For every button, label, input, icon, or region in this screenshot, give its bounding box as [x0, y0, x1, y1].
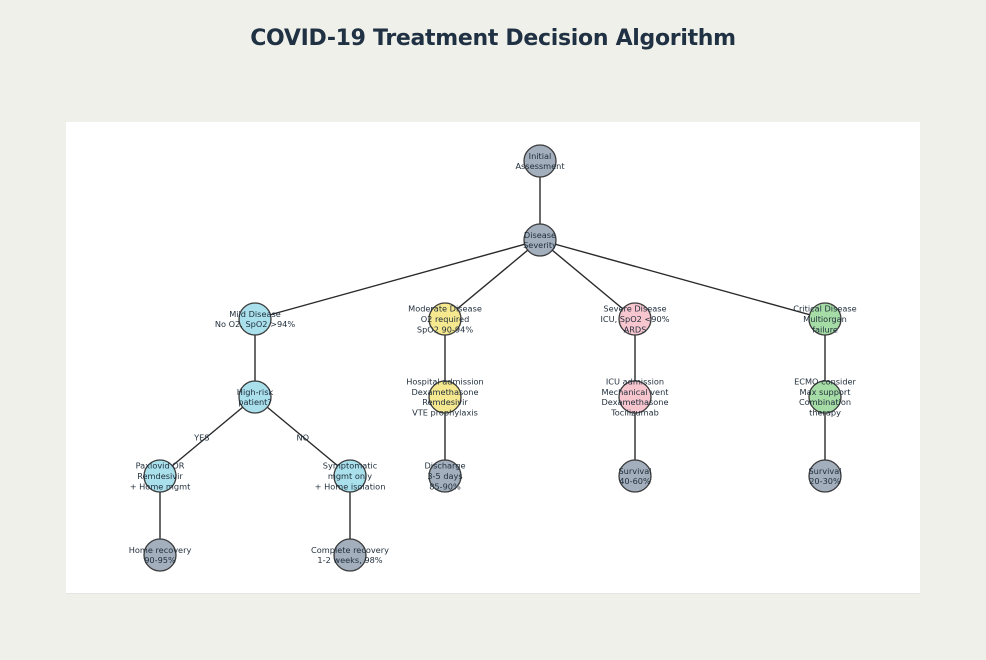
node-label-line: Dexamethasone [602, 397, 669, 407]
node-circle [143, 538, 177, 572]
node-label-line: ECMO consider [794, 376, 856, 386]
node-hospital-admission [428, 380, 462, 414]
node-label-line: VTE prophylaxis [412, 408, 478, 418]
node-survival-severe [618, 459, 652, 493]
node-label-line: Symptomatic [323, 461, 377, 471]
node-critical-disease [808, 302, 842, 336]
node-label-line: Initial [529, 151, 552, 161]
node-label-line: Moderate Disease [408, 304, 482, 314]
node-discharge [428, 459, 462, 493]
node-complete-recovery [333, 538, 367, 572]
node-circle [523, 144, 557, 178]
node-paxlovid-or-remdesivir [143, 459, 177, 493]
node-circle [808, 459, 842, 493]
node-circle [618, 302, 652, 336]
node-label-line: ARDS [624, 324, 647, 334]
node-circle [143, 459, 177, 493]
node-circle [333, 459, 367, 493]
node-circle [808, 380, 842, 414]
edge-label-yes: YES [193, 433, 209, 443]
node-label-line: patient? [238, 397, 271, 407]
node-circle [333, 538, 367, 572]
node-label-line: + Home isolation [315, 481, 386, 491]
node-circle [428, 380, 462, 414]
node-label-line: + Home mgmt [130, 481, 191, 491]
node-circle [428, 459, 462, 493]
node-label-line: Survival [808, 466, 841, 476]
edge-disease-severity-to-critical-disease [539, 239, 826, 320]
node-label-line: Mild Disease [229, 309, 281, 319]
node-label-line: Hospital admission [406, 376, 483, 386]
node-label-line: Paxlovid OR [136, 461, 185, 471]
node-label-line: Multiorgan [803, 314, 847, 324]
decision-tree: YES NO InitialAssessmentDiseaseSeverityMil… [66, 144, 920, 594]
node-circle [238, 302, 272, 336]
node-initial-assessment [523, 144, 557, 178]
node-label-line: ICU admission [606, 376, 664, 386]
node-label-line: 85-90% [429, 481, 461, 491]
label-layer: YES NO InitialAssessmentDiseaseSeverityMil… [129, 151, 857, 565]
node-severe-disease [618, 302, 652, 336]
node-circle [523, 223, 557, 257]
node-label-line: Mechanical vent [602, 387, 670, 397]
node-label-line: SpO2 90-94% [417, 324, 473, 334]
edge-label-no: NO [297, 433, 310, 443]
node-circle [238, 380, 272, 414]
edge-high-risk-patient-to-symptomatic-mgmt [254, 396, 351, 477]
node-disease-severity [523, 223, 557, 257]
node-home-recovery [143, 538, 177, 572]
node-label-line: 90-95% [144, 555, 176, 565]
node-label-line: 3-5 days [427, 471, 462, 481]
node-circle [618, 459, 652, 493]
node-icu-admission [618, 380, 652, 414]
node-circle [808, 302, 842, 336]
node-survival-critical [808, 459, 842, 493]
node-label-line: Max support [800, 387, 852, 397]
edge-disease-severity-to-severe-disease [539, 239, 636, 320]
node-label-line: Severity [523, 240, 557, 250]
node-mild-disease [238, 302, 272, 336]
node-label-line: Remdesivir [422, 397, 468, 407]
node-label-line: Combination [799, 397, 851, 407]
node-circle [428, 302, 462, 336]
node-label-line: O2 required [421, 314, 470, 324]
node-label-line: 20-30% [809, 476, 841, 486]
node-label-line: therapy [809, 408, 841, 418]
node-label-line: Disease [524, 230, 556, 240]
edge-high-risk-patient-to-paxlovid-or-remdesivir [159, 396, 256, 477]
node-label-line: Critical Disease [793, 304, 856, 314]
edge-disease-severity-to-mild-disease [254, 239, 541, 320]
node-symptomatic-mgmt [333, 459, 367, 493]
node-moderate-disease [428, 302, 462, 336]
edge-disease-severity-to-moderate-disease [444, 239, 541, 320]
node-label-line: ICU, SpO2 <90% [600, 314, 669, 324]
axis-ticks [66, 593, 920, 594]
node-label-line: failure [812, 324, 838, 334]
node-label-line: Tocilizumab [610, 408, 659, 418]
node-label-line: mgmt only [328, 471, 372, 481]
node-label-line: Severe Disease [603, 304, 666, 314]
node-label-line: Home recovery [129, 545, 192, 555]
node-ecmo-consider [808, 380, 842, 414]
node-label-line: 40-60% [619, 476, 651, 486]
node-label-line: High-risk [237, 387, 274, 397]
node-circle [618, 380, 652, 414]
node-layer [143, 144, 842, 572]
node-high-risk-patient [238, 380, 272, 414]
diagram-title: COVID-19 Treatment Decision Algorithm [250, 26, 736, 51]
node-label-line: Assessment [515, 161, 565, 171]
node-label-line: No O2, SpO2 >94% [215, 319, 296, 329]
node-label-line: Remdesivir [137, 471, 183, 481]
node-label-line: Dexamethasone [412, 387, 479, 397]
node-label-line: Discharge [424, 461, 465, 471]
node-label-line: Complete recovery [311, 545, 389, 555]
node-label-line: Survival [618, 466, 651, 476]
edge-layer [159, 161, 826, 555]
node-label-line: 1-2 weeks, 98% [317, 555, 382, 565]
